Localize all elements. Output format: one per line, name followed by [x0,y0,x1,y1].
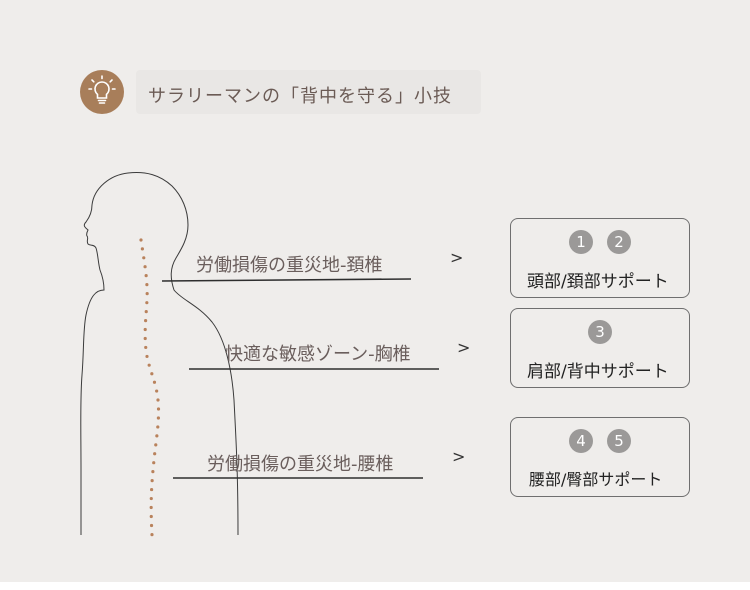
label-lumbar: 労働損傷の重災地-腰椎 [207,454,394,475]
label-cervical: 労働損傷の重災地-頚椎 [196,255,383,276]
arrow-thoracic: > [457,338,471,357]
support-box-waist-hip: 4 5 腰部/臀部サポート [510,417,690,497]
badge-4: 4 [569,429,593,453]
support-label-shoulder-back: 肩部/背中サポート [527,362,669,382]
support-label-head-neck: 頭部/頚部サポート [527,272,669,292]
badge-1: 1 [569,230,593,254]
badge-5: 5 [607,429,631,453]
title-pill: サラリーマンの「背中を守る」小技 [136,70,481,114]
lightbulb-icon [80,70,124,114]
support-label-waist-hip: 腰部/臀部サポート [529,470,663,489]
arrow-cervical: > [450,248,464,267]
body-outline [80,172,239,536]
support-box-head-neck: 1 2 頭部/頚部サポート [510,218,690,298]
page-title: サラリーマンの「背中を守る」小技 [148,86,452,107]
arrow-lumbar: > [452,447,466,466]
pointer-line-cervical [161,278,412,282]
badge-3: 3 [588,320,612,344]
badge-2: 2 [607,230,631,254]
spine-dots [139,238,161,537]
support-box-shoulder-back: 3 肩部/背中サポート [510,308,690,388]
label-thoracic: 快適な敏感ゾーン-胸椎 [225,344,411,365]
bottom-band [0,582,750,590]
